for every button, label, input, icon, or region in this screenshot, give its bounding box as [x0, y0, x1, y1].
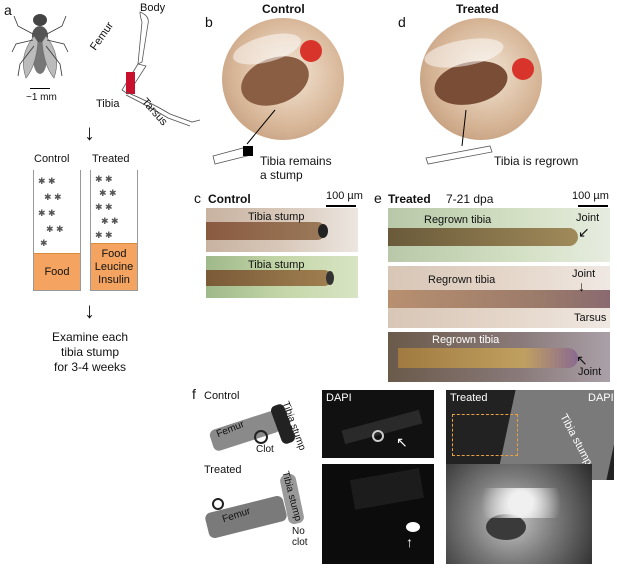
down-arrow-icon: ↓	[84, 120, 95, 145]
panel-a-label: a	[4, 2, 12, 18]
panel-e-title: Treated	[388, 192, 431, 206]
control-stump-image-1: Tibia stump	[206, 208, 358, 252]
panel-e-scalebar	[578, 205, 608, 207]
treated-fly-photo	[420, 18, 542, 140]
fly-scale: ~1 mm	[26, 92, 57, 103]
panel-b-title: Control	[262, 2, 305, 16]
control-fly-photo	[222, 18, 344, 140]
treated-regrown-image-2: Regrown tibia Joint ↓ Tarsus	[388, 266, 610, 328]
control-vial: ✱ ✱ ✱ ✱ ✱ ✱ ✱ ✱ ✱ Food	[33, 170, 81, 291]
label-tibia: Tibia	[96, 98, 120, 110]
panel-c-scalebar	[326, 205, 356, 207]
treated-caption: Tibia is regrown	[494, 154, 579, 168]
treated-arrow-leg	[425, 109, 493, 165]
treated-food: Food Leucine Insulin	[91, 243, 137, 290]
label-body: Body	[140, 2, 166, 14]
control-stump-image-2: Tibia stump	[206, 256, 358, 298]
control-dapi: DAPI ↖	[322, 390, 434, 458]
panel-c-title: Control	[208, 192, 251, 206]
treated-vial: ✱ ✱ ✱ ✱ ✱ ✱ ✱ ✱ ✱ ✱ Food Leucine Insulin	[90, 170, 138, 291]
panel-d-title: Treated	[456, 2, 499, 16]
treated-regrown-image-1: Regrown tibia Joint ↙	[388, 208, 610, 262]
panel-c-scale: 100 µm	[326, 190, 363, 202]
treated-dapi-zoom	[446, 464, 592, 564]
control-caption: Tibia remains a stump	[260, 154, 332, 182]
panel-c-label: c	[194, 190, 201, 206]
down-arrow-icon-2: ↓	[84, 298, 95, 323]
fly-drawing	[11, 14, 69, 79]
control-vial-label: Control	[34, 153, 70, 165]
leg-drawing	[121, 11, 201, 127]
panel-e-label: e	[374, 190, 382, 206]
panel-e-scale: 100 µm	[572, 190, 609, 202]
treated-dapi: ↑	[322, 464, 434, 564]
control-arrow-leg	[212, 109, 276, 165]
treated-regrown-image-3: Regrown tibia ↖ Joint	[388, 332, 610, 382]
panel-d-label: d	[398, 14, 406, 30]
treated-vial-label: Treated	[92, 153, 130, 165]
panel-f-label: f	[192, 386, 196, 402]
panel-b-label: b	[205, 14, 213, 30]
treated-leg-bright: Treated Femur Tibia stump No clot	[202, 464, 314, 564]
control-leg-bright: Control Femur Clot Tibia stump	[202, 390, 314, 460]
panel-e-subtitle: 7-21 dpa	[446, 192, 494, 206]
control-food: Food	[34, 253, 80, 290]
scale-line	[30, 88, 50, 89]
instruction: Examine each tibia stump for 3-4 weeks	[51, 330, 129, 374]
